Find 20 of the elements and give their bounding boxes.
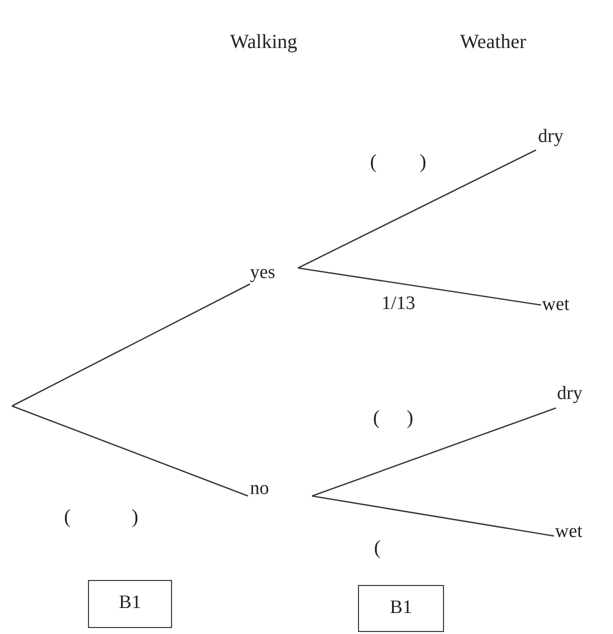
answer-blank: ( ) xyxy=(373,406,414,430)
branch-line xyxy=(298,149,536,269)
outcome-label: wet xyxy=(542,294,582,318)
column-heading: Weather xyxy=(460,30,526,54)
outcome-label: wet xyxy=(555,521,595,545)
answer-blank: ( xyxy=(374,536,381,560)
outcome-label: yes xyxy=(250,262,286,286)
branch-line xyxy=(12,283,250,407)
outcome-label: no xyxy=(250,478,278,502)
outcome-label: dry xyxy=(538,126,574,150)
branch-line xyxy=(312,407,556,497)
branch-line xyxy=(12,405,248,497)
answer-blank: ( ) xyxy=(370,150,426,174)
column-heading: Walking xyxy=(230,30,298,54)
answer-blank: ( ) xyxy=(64,505,138,529)
branch-line xyxy=(298,267,542,306)
mark-box: B1 xyxy=(88,580,172,628)
mark-box: B1 xyxy=(358,585,444,632)
outcome-label: dry xyxy=(557,383,593,407)
branch-line xyxy=(312,495,554,537)
